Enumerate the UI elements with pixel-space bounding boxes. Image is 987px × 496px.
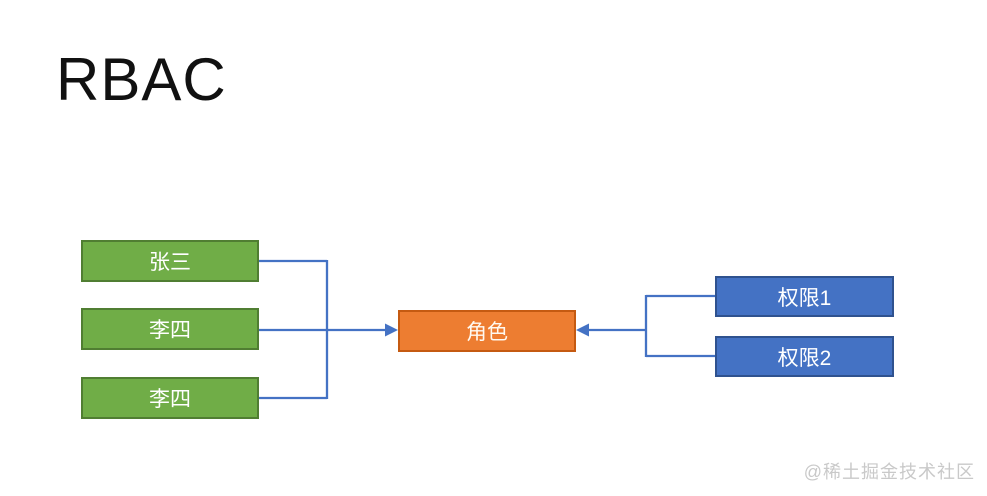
user-node-label: 李四 [149, 388, 191, 411]
perms-to-role-arrowhead [576, 323, 589, 337]
page-title: RBAC [56, 46, 227, 113]
role-node: 角色 [398, 310, 576, 352]
users-to-role-arrowhead [385, 323, 398, 337]
user-node-lisi-2: 李四 [81, 377, 259, 419]
user-node-label: 张三 [149, 251, 191, 274]
user-node-zhangsan: 张三 [81, 240, 259, 282]
watermark: @稀土掘金技术社区 [803, 462, 975, 482]
permission-node-1: 权限1 [715, 276, 894, 317]
permission-node-label: 权限1 [777, 286, 832, 310]
user-node-label: 李四 [149, 319, 191, 342]
permission-node-label: 权限2 [777, 346, 832, 370]
user-node-lisi-1: 李四 [81, 308, 259, 350]
permission-node-2: 权限2 [715, 336, 894, 377]
role-node-label: 角色 [466, 321, 508, 344]
